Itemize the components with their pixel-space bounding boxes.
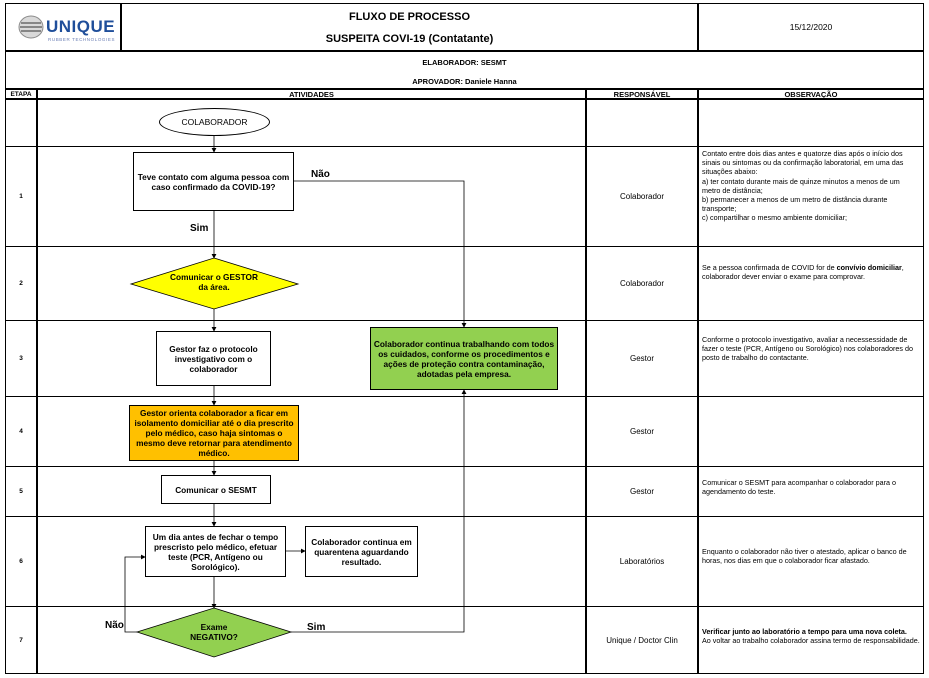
obs-6-text: Enquanto o colaborador não tiver o atest… [702, 547, 907, 566]
process-box-contact-question: Teve contato com alguma pessoa com caso … [133, 152, 294, 211]
etapa-number: 6 [19, 558, 23, 565]
approval-cell: ELABORADOR: SESMT APROVADOR: Daniele Han… [5, 51, 924, 89]
process-box-quarentena: Colaborador continua em quarentena aguar… [305, 526, 418, 577]
logo-cell: UNIQUE RUBBER TECHNOLOGIES [5, 3, 121, 51]
etapa-cell-7: 7 [5, 606, 37, 674]
obs-2-pre: Se a pessoa confirmada de COVID for de [702, 263, 837, 272]
responsavel-text: Unique / Doctor Clin [606, 635, 678, 645]
obs-1-c: c) compartilhar o mesmo ambiente domicil… [702, 213, 847, 223]
obs-7-rest: Ao voltar ao trabalho colaborador assina… [702, 636, 920, 646]
elaborador-text: ELABORADOR: SESMT [422, 58, 507, 67]
comunicar-sesmt-text: Comunicar o SESMT [175, 484, 257, 495]
obs-7-bold: Verificar junto ao laboratório a tempo p… [702, 627, 907, 636]
logo-icon [18, 15, 44, 39]
title-line-1: FLUXO DE PROCESSO [348, 11, 471, 23]
continua-trabalhando-text: Colaborador continua trabalhando com tod… [373, 338, 555, 379]
date-text: 15/12/2020 [789, 22, 833, 32]
etapa-number: 1 [19, 193, 23, 200]
comunicar-gestor-text: Comunicar o GESTOR da área. [170, 272, 258, 292]
obs-2-post: , colaborador dever enviar o exame para … [702, 263, 904, 282]
obs-3-text: Conforme o protocolo investigativo, aval… [702, 335, 913, 363]
title-cell: FLUXO DE PROCESSO SUSPEITA COVI-19 (Cont… [121, 3, 698, 51]
obs-cell-1: Contato entre dois dias antes e quatorze… [698, 146, 924, 247]
label-sim-7: Sim [307, 622, 326, 633]
obs-5-text: Comunicar o SESMT para acompanhar o cola… [702, 478, 897, 497]
obs-1-intro: Contato entre dois dias antes e quatorze… [702, 149, 904, 177]
responsavel-text: Gestor [629, 427, 654, 436]
gestor-orienta-text: Gestor orienta colaborador a ficar em is… [134, 408, 294, 458]
etapa-number: 2 [19, 280, 23, 287]
label-sim-1: Sim [190, 223, 209, 234]
responsavel-text: Laboratórios [619, 557, 665, 566]
col-header-etapa: ETAPA [5, 89, 37, 99]
col-header-atividades: ATIVIDADES [37, 89, 586, 99]
quarentena-text: Colaborador continua em quarentena aguar… [311, 536, 412, 567]
gestor-protocolo-text: Gestor faz o protocolo investigativo com… [169, 343, 258, 374]
etapa-number: 3 [19, 355, 23, 362]
etapa-number: 5 [19, 488, 23, 495]
obs-1-a: a) ter contato durante mais de quinze mi… [702, 176, 900, 195]
col-header-responsavel: RESPONSÁVEL [586, 89, 698, 99]
etapa-number: 7 [19, 636, 23, 644]
dia-antes-text: Um dia antes de fechar o tempo prescrist… [152, 531, 279, 572]
start-label: COLABORADOR [181, 117, 248, 127]
process-box-dia-antes: Um dia antes de fechar o tempo prescrist… [145, 526, 286, 577]
col-header-observacao: OBSERVAÇÃO [698, 89, 924, 99]
label-nao-1: Não [311, 169, 330, 180]
logo-subtext: RUBBER TECHNOLOGIES [48, 37, 116, 42]
responsavel-text: Colaborador [619, 279, 665, 288]
obs-1-b: b) permanecer a menos de um metro de dis… [702, 195, 888, 214]
process-box-gestor-orienta: Gestor orienta colaborador a ficar em is… [129, 405, 299, 461]
start-terminator: COLABORADOR [159, 108, 270, 136]
exame-negativo-text: Exame NEGATIVO? [190, 622, 238, 642]
title-line-2: SUSPEITA COVI-19 (Contatante) [325, 33, 494, 45]
contact-question-text: Teve contato com alguma pessoa com caso … [137, 171, 290, 192]
date-cell: 15/12/2020 [698, 3, 924, 51]
etapa-number: 4 [19, 428, 23, 435]
obs-2-bold: convívio domiciliar [836, 263, 902, 272]
activity-cell-7 [37, 606, 586, 674]
process-box-comunicar-sesmt: Comunicar o SESMT [161, 475, 271, 504]
logo-text: UNIQUE [46, 17, 116, 36]
responsavel-text: Gestor [629, 354, 654, 363]
aprovador-text: APROVADOR: Daniele Hanna [412, 77, 517, 86]
responsavel-text: Colaborador [619, 192, 665, 201]
process-box-gestor-protocolo: Gestor faz o protocolo investigativo com… [156, 331, 271, 386]
obs-cell-7: Verificar junto ao laboratório a tempo p… [698, 606, 924, 674]
responsavel-text: Gestor [629, 487, 654, 496]
label-nao-7: Não [105, 620, 124, 631]
resp-cell-7: Unique / Doctor Clin [586, 606, 698, 674]
process-box-continua-trabalhando: Colaborador continua trabalhando com tod… [370, 327, 558, 390]
